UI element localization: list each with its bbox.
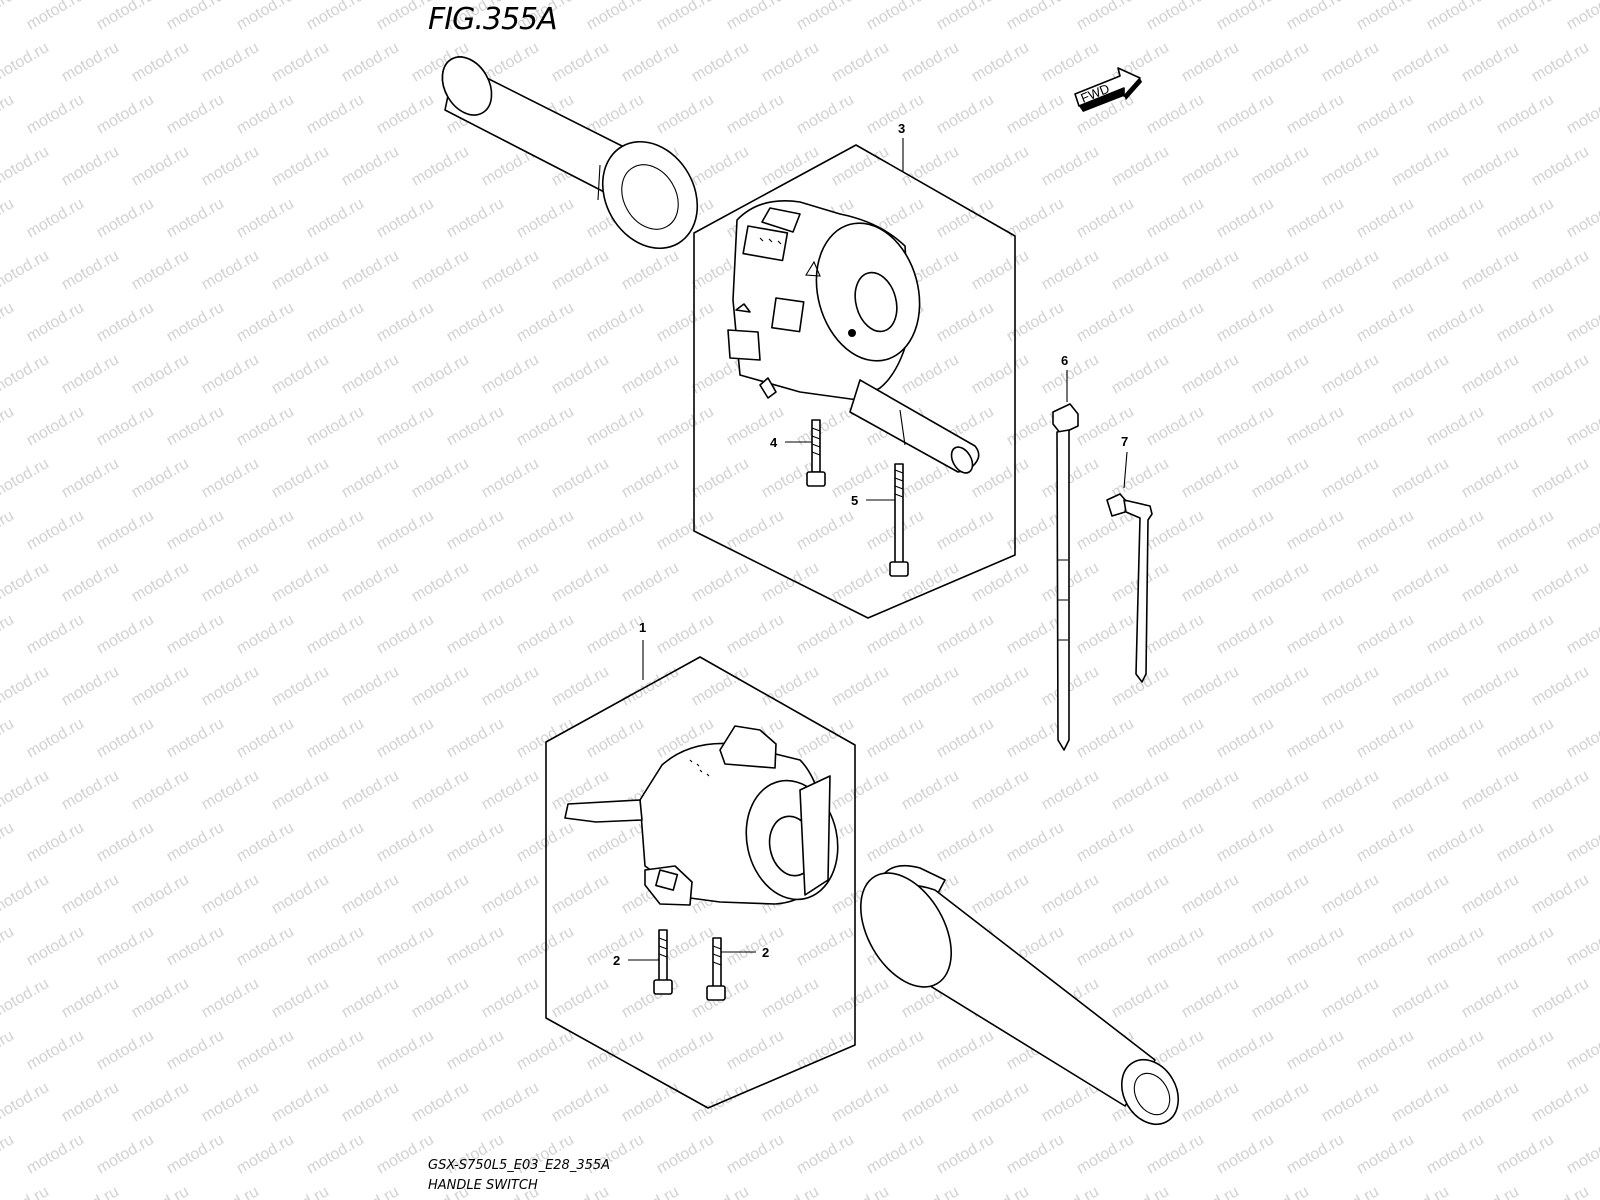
callout-7: 7	[1121, 434, 1128, 449]
callout-3: 3	[898, 121, 905, 136]
clamp-tie-7	[1106, 451, 1153, 683]
callout-1: 1	[639, 620, 646, 635]
figure-title: FIG.355A	[428, 2, 558, 37]
cable-tie-6	[1052, 370, 1079, 751]
callout-5: 5	[851, 493, 858, 508]
right-handle-switch	[727, 200, 980, 474]
model-code: GSX-S750L5_E03_E28_355A	[428, 1158, 611, 1173]
figure-name: HANDLE SWITCH	[428, 1178, 538, 1193]
callout-6: 6	[1061, 353, 1068, 368]
switch-assembly-1-frame	[545, 640, 856, 1109]
switch-assembly-3-frame	[693, 138, 1016, 619]
right-grip	[859, 864, 1180, 1125]
screw-2b	[706, 937, 756, 1001]
fwd-arrow-icon: FWD	[1074, 67, 1142, 112]
screw-2a	[628, 929, 673, 995]
left-handle-switch	[564, 725, 839, 906]
callout-4: 4	[770, 435, 778, 450]
screw-4	[785, 419, 826, 487]
screw-5	[866, 463, 909, 577]
left-grip	[441, 56, 699, 250]
callout-2-right: 2	[762, 945, 769, 960]
callout-2-left: 2	[613, 953, 620, 968]
